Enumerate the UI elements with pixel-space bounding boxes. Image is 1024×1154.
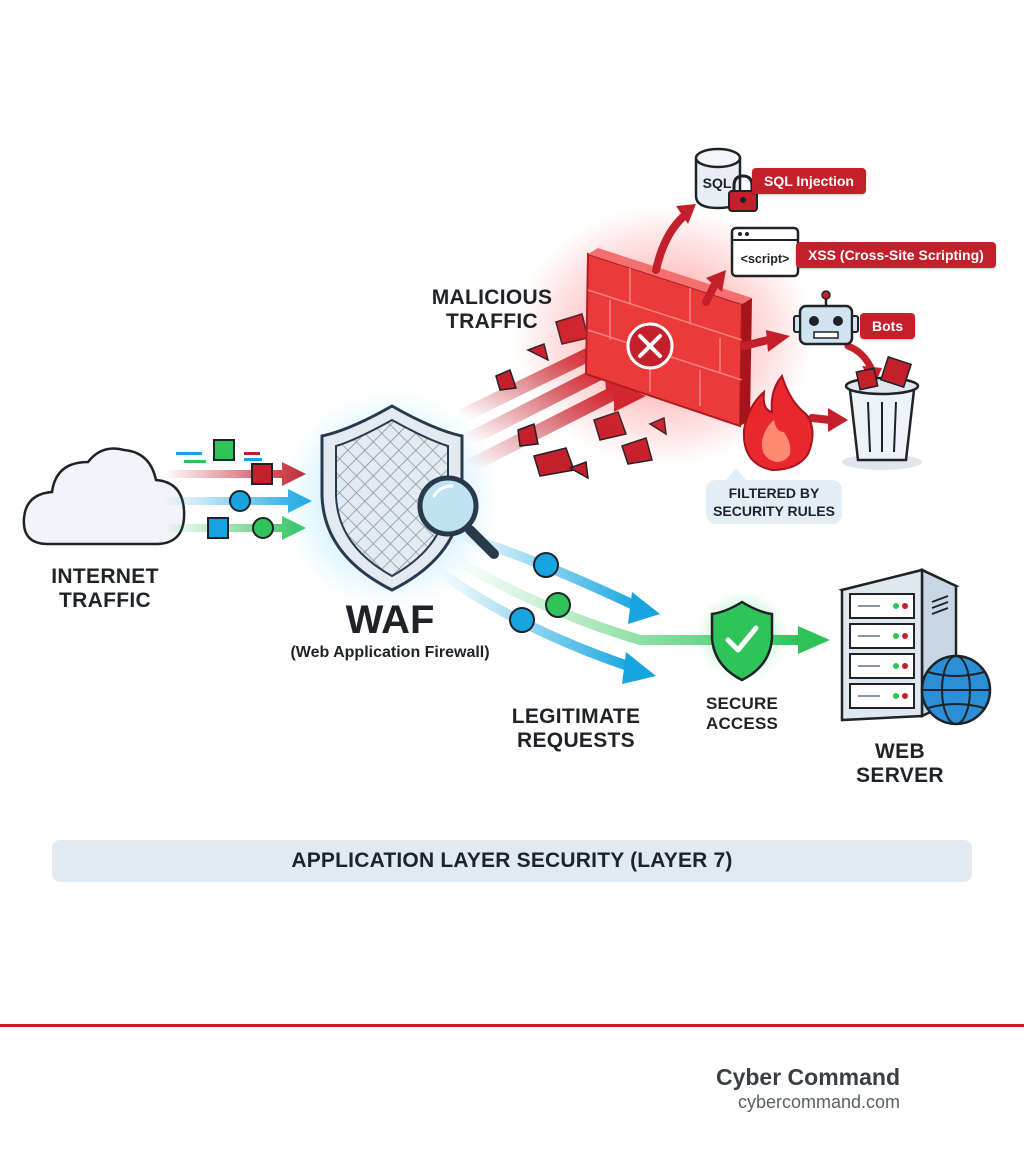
threat-arrows [652,204,882,432]
filter-pointer [726,468,746,480]
sql-icon-text: SQL [703,175,732,191]
filtered-by-security-rules: FILTERED BY SECURITY RULES [706,480,842,524]
waf-subtitle: (Web Application Firewall) [290,644,490,661]
trash-can-icon [842,355,922,470]
incoming-traffic [164,439,312,540]
brand-name: Cyber Command [715,1064,900,1090]
web-server-label: WEB SERVER [856,740,944,788]
script-window-icon: <script> [730,226,800,278]
footer-divider [0,1024,1024,1027]
xss-tag: XSS (Cross-Site Scripting) [796,242,996,268]
brand-url: cybercommand.com [737,1092,900,1112]
legitimate-requests-label: LEGITIMATE REQUESTS [511,705,641,753]
secure-access-label: SECURE ACCESS [705,694,779,733]
layer-banner: APPLICATION LAYER SECURITY (LAYER 7) [52,840,972,882]
waf-title: WAF [345,598,435,642]
fire-icon [742,373,814,472]
internet-traffic-label: INTERNET TRAFFIC [51,565,159,613]
sql-database-icon: SQL [694,147,742,210]
waf-diagram: SQL <script> [22,147,992,726]
sql-injection-tag: SQL Injection [752,168,866,194]
firewall-wall-icon [584,248,752,428]
globe-icon [920,654,992,726]
lock-icon [728,174,758,212]
legit-streams [435,529,830,684]
script-icon-text: <script> [741,252,790,266]
bots-tag: Bots [860,313,916,339]
check-shield-icon [710,600,774,682]
malicious-traffic-label: MALICIOUS TRAFFIC [431,286,553,334]
magnifier-icon [417,475,499,559]
shield-icon [320,404,464,592]
bot-icon [793,290,859,346]
cloud-icon [22,447,186,546]
